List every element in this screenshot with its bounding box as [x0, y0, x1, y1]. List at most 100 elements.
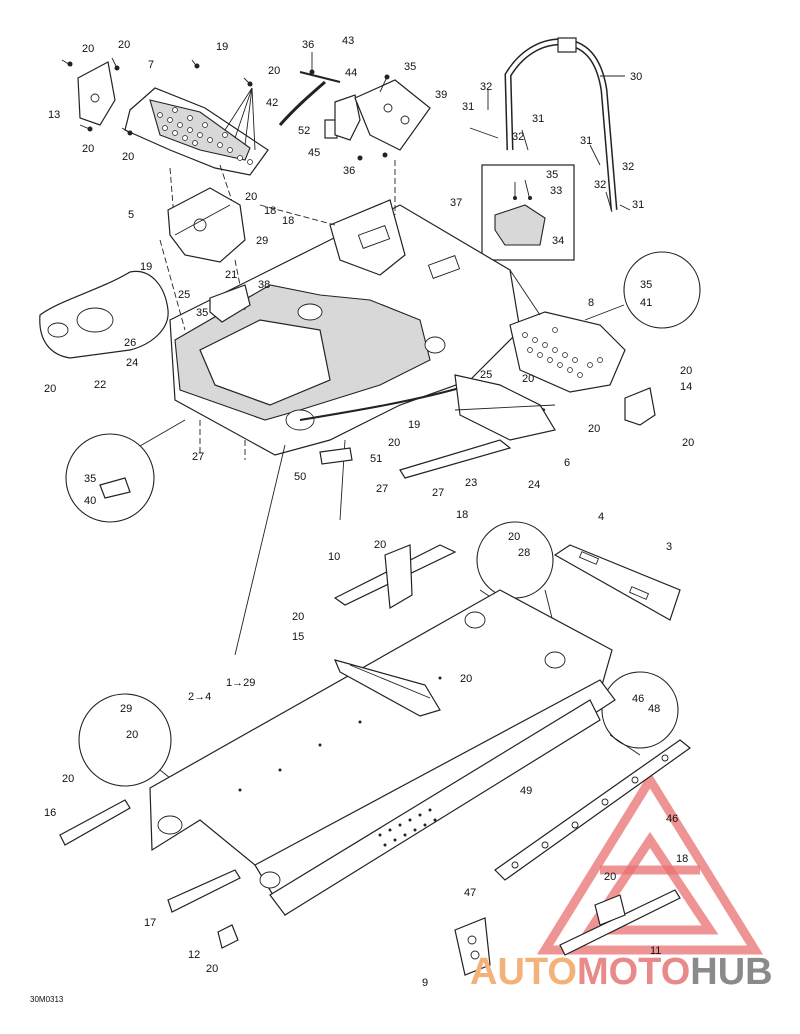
callout-9: 9 [422, 977, 428, 989]
callout-28: 28 [518, 547, 530, 559]
callout-3: 3 [666, 541, 672, 553]
svg-text:AUTOMOTOHUB: AUTOMOTOHUB [470, 951, 773, 993]
callout-2-4: 2→4 [188, 691, 211, 703]
tunnel-frame [149, 589, 616, 916]
part-38-plate [209, 284, 251, 323]
callout-20: 20 [126, 729, 138, 741]
callout-18: 18 [264, 205, 276, 217]
part-17-angle [167, 869, 241, 913]
callout-36: 36 [302, 39, 314, 51]
part-44-rod [299, 71, 341, 83]
callout-8: 8 [588, 297, 594, 309]
callout-36: 36 [343, 165, 355, 177]
callout-35: 35 [196, 307, 208, 319]
callout-labels: 20 20 19 7 20 13 20 20 36 43 44 35 42 39… [44, 35, 694, 989]
callout-52: 52 [298, 125, 310, 137]
main-frame-upper [169, 199, 546, 456]
callout-1-29: 1→29 [226, 677, 255, 689]
callout-25: 25 [480, 369, 492, 381]
callout-circle-46-48 [601, 671, 679, 756]
callout-48: 48 [648, 703, 660, 715]
callout-39: 39 [435, 89, 447, 101]
callout-26: 26 [124, 337, 136, 349]
callout-20: 20 [588, 423, 600, 435]
callout-24: 24 [126, 357, 138, 369]
callout-37: 37 [450, 197, 462, 209]
callout-31: 31 [532, 113, 544, 125]
watermark-part-2: MOTO [577, 951, 690, 993]
callout-19: 19 [216, 41, 228, 53]
part-5-bracket [167, 187, 246, 263]
callout-18: 18 [676, 853, 688, 865]
callout-circle-35-41 [584, 251, 701, 329]
watermark-wordmark: AUTOMOTOHUB [470, 951, 773, 993]
drawing-code: 30M0313 [30, 995, 64, 1004]
callout-31: 31 [462, 101, 474, 113]
part-50-clip [319, 447, 353, 465]
callout-35: 35 [546, 169, 558, 181]
callout-17: 17 [144, 917, 156, 929]
part-10-bracket [333, 544, 457, 609]
callout-20: 20 [62, 773, 74, 785]
callout-32: 32 [512, 131, 524, 143]
callout-19: 19 [408, 419, 420, 431]
part-30-handle [469, 37, 631, 213]
callout-41: 41 [640, 297, 652, 309]
callout-18: 18 [456, 509, 468, 521]
part-42-cable [278, 52, 326, 126]
callout-20: 20 [206, 963, 218, 975]
callout-40: 40 [84, 495, 96, 507]
part-23-bar [399, 439, 512, 479]
callout-23: 23 [465, 477, 477, 489]
callout-20: 20 [682, 437, 694, 449]
callout-20: 20 [82, 143, 94, 155]
callout-29: 29 [256, 235, 268, 247]
callout-30: 30 [630, 71, 642, 83]
callout-34: 34 [552, 235, 564, 247]
callout-20: 20 [292, 611, 304, 623]
callout-51: 51 [370, 453, 382, 465]
watermark-part-1: AUTO [470, 951, 577, 993]
part-45-bracket [334, 94, 361, 141]
part-12-clip [217, 924, 239, 949]
callout-29: 29 [120, 703, 132, 715]
part-22-plate [39, 270, 169, 359]
part-13-bracket [77, 61, 116, 126]
callout-20: 20 [522, 373, 534, 385]
callout-35: 35 [640, 279, 652, 291]
callout-27: 27 [432, 487, 444, 499]
part-11-rail [559, 889, 681, 956]
callout-20: 20 [680, 365, 692, 377]
callout-20: 20 [268, 65, 280, 77]
callout-27: 27 [376, 483, 388, 495]
part-8-running-board [509, 269, 626, 393]
callout-35: 35 [404, 61, 416, 73]
callout-6: 6 [564, 457, 570, 469]
callout-12: 12 [188, 949, 200, 961]
callout-4: 4 [598, 511, 604, 523]
callout-circle-35-40 [65, 419, 186, 523]
callout-25: 25 [178, 289, 190, 301]
part-47-rail [494, 739, 691, 881]
callout-20: 20 [44, 383, 56, 395]
callout-19: 19 [140, 261, 152, 273]
callout-45: 45 [308, 147, 320, 159]
inset-box-33-34 [481, 164, 575, 261]
callout-32: 32 [594, 179, 606, 191]
callout-10: 10 [328, 551, 340, 563]
callout-14: 14 [680, 381, 692, 393]
callout-32: 32 [622, 161, 634, 173]
callout-20: 20 [508, 531, 520, 543]
fasteners-top-left [61, 57, 256, 151]
callout-20: 20 [122, 151, 134, 163]
callout-18: 18 [282, 215, 294, 227]
part-6-rail [454, 374, 556, 441]
callout-16: 16 [44, 807, 56, 819]
callout-15: 15 [292, 631, 304, 643]
callout-13: 13 [48, 109, 60, 121]
callout-33: 33 [550, 185, 562, 197]
callout-7: 7 [148, 59, 154, 71]
callout-20: 20 [82, 43, 94, 55]
callout-20: 20 [604, 871, 616, 883]
